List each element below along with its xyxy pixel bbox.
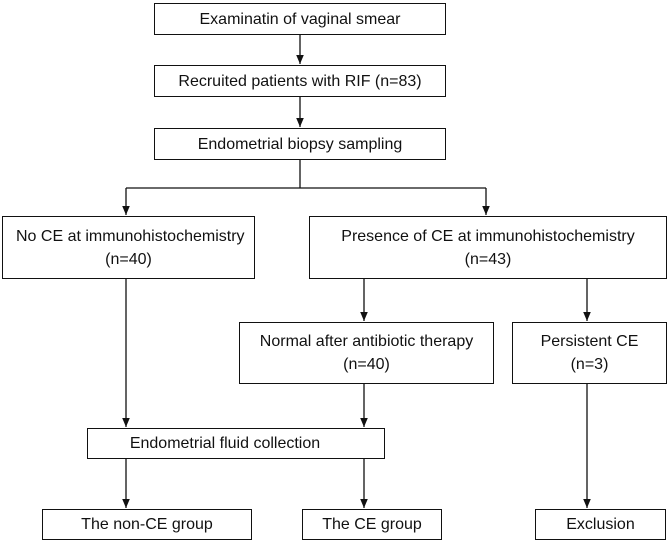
node-ce-group-label: The CE group — [322, 516, 422, 533]
node-non-ce-group-label: The non-CE group — [81, 516, 213, 533]
node-normal-after-antibiotic: Normal after antibiotic therapy (n=40) — [239, 322, 494, 384]
node-normal-after-antibiotic-label: Normal after antibiotic therapy — [259, 333, 474, 350]
node-recruited-patients: Recruited patients with RIF (n=83) — [154, 65, 446, 97]
node-examination: Examinatin of vaginal smear — [154, 3, 446, 35]
node-persistent-ce: Persistent CE (n=3) — [512, 322, 667, 384]
node-presence-ce-count: (n=43) — [464, 250, 512, 268]
node-fluid-collection-label: Endometrial fluid collection — [129, 435, 321, 452]
node-ce-group: The CE group — [302, 509, 442, 540]
node-exclusion-label: Exclusion — [566, 516, 635, 533]
node-fluid-collection: Endometrial fluid collection — [87, 428, 385, 459]
node-presence-ce: Presence of CE at immunohistochemistry (… — [309, 216, 667, 279]
node-biopsy-sampling: Endometrial biopsy sampling — [154, 128, 446, 160]
node-exclusion: Exclusion — [535, 509, 666, 540]
node-persistent-ce-label: Persistent CE — [540, 333, 639, 350]
node-biopsy-sampling-label: Endometrial biopsy sampling — [197, 135, 403, 153]
node-recruited-patients-label: Recruited patients with RIF (n=83) — [178, 72, 422, 90]
node-persistent-ce-count: (n=3) — [570, 356, 609, 373]
node-non-ce-group: The non-CE group — [42, 509, 252, 540]
node-examination-label: Examinatin of vaginal smear — [199, 10, 401, 28]
node-normal-after-antibiotic-count: (n=40) — [343, 356, 390, 373]
node-no-ce-count: (n=40) — [105, 250, 152, 268]
node-no-ce-label: No CE at immunohistochemistry — [16, 227, 245, 245]
node-no-ce: No CE at immunohistochemistry (n=40) — [2, 216, 255, 279]
node-presence-ce-label: Presence of CE at immunohistochemistry — [341, 227, 635, 245]
